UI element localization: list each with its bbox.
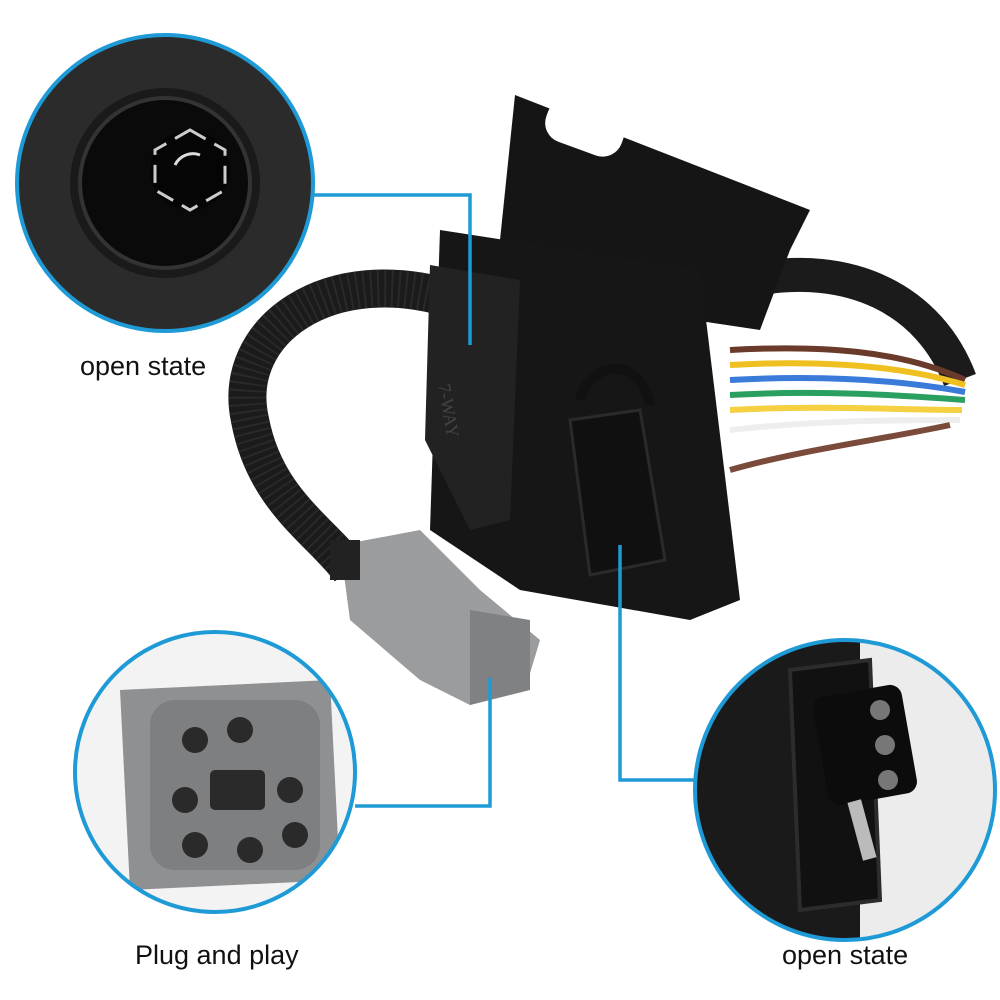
detail-circle-4way [695, 640, 995, 940]
gray-plug [330, 530, 540, 705]
caption-plug-and-play: Plug and play [135, 940, 299, 970]
callout-lines [313, 193, 695, 808]
caption-open-state-4way: open state [782, 940, 909, 970]
four-way-cover [568, 408, 667, 577]
caption-open-state-socket: open state [80, 351, 207, 381]
wires [729, 345, 967, 473]
corrugated-cable-right [746, 257, 976, 387]
detail-circle-socket [17, 35, 313, 331]
detail-circle-plug [75, 632, 355, 912]
